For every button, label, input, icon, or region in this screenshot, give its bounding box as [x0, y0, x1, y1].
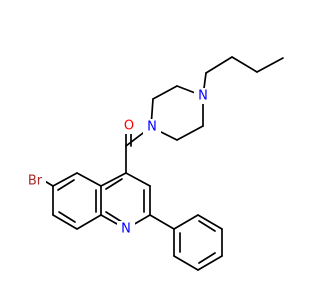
- bond: [197, 255, 223, 271]
- bond: [76, 214, 102, 230]
- oxygen-atom-label: O: [124, 119, 134, 134]
- bond: [176, 125, 204, 141]
- bond: [52, 214, 78, 230]
- bond: [105, 178, 123, 190]
- bond: [197, 214, 223, 230]
- bond: [52, 172, 78, 187]
- bond: [173, 214, 199, 230]
- bond: [57, 179, 75, 191]
- bond: [198, 220, 216, 232]
- atom-label-layer: O N N N Br: [22, 88, 212, 237]
- bromine-atom-label: Br: [28, 174, 43, 189]
- piperazine-nitrogen-4-label: N: [198, 89, 208, 104]
- bond: [198, 252, 216, 264]
- bond: [76, 172, 102, 187]
- bond: [231, 56, 258, 73]
- bond: [152, 85, 178, 100]
- bond: [105, 211, 123, 223]
- bond: [256, 57, 284, 73]
- bond: [205, 56, 233, 74]
- bond: [58, 211, 76, 223]
- piperazine-nitrogen-1-label: N: [147, 120, 157, 135]
- bond-layer: [42, 56, 284, 271]
- quinoline-nitrogen-label: N: [121, 222, 131, 237]
- bond: [173, 255, 199, 271]
- bond: [100, 172, 127, 187]
- molecule-structure: O N N N Br: [22, 56, 284, 271]
- bond: [125, 172, 151, 187]
- bond: [149, 214, 175, 230]
